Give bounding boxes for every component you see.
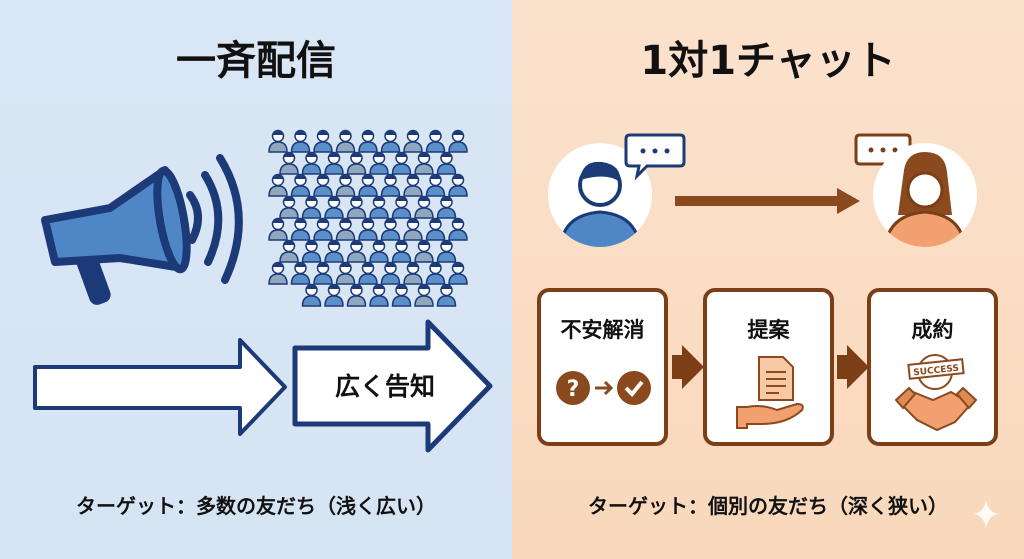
person-icon bbox=[391, 151, 412, 175]
person-icon bbox=[448, 261, 468, 285]
crowd-group bbox=[268, 129, 468, 307]
sparkle-icon bbox=[974, 500, 998, 528]
person-icon bbox=[369, 151, 389, 175]
person-icon bbox=[403, 261, 423, 285]
svg-text:?: ? bbox=[567, 377, 580, 402]
person-icon bbox=[436, 195, 457, 219]
megaphone-icon bbox=[41, 154, 243, 305]
person-icon bbox=[369, 283, 389, 307]
person-icon bbox=[391, 195, 412, 219]
chat-title: 1対1チャット bbox=[640, 38, 896, 84]
person-icon bbox=[290, 129, 311, 153]
question-to-check-icon: ? bbox=[556, 371, 651, 405]
step-reassurance: 不安解消 ? bbox=[537, 288, 668, 446]
person-icon bbox=[414, 239, 434, 263]
person-icon bbox=[425, 261, 446, 285]
person-icon bbox=[414, 151, 434, 175]
step-arrow bbox=[837, 345, 869, 389]
person-icon bbox=[346, 239, 367, 263]
person-icon bbox=[290, 217, 311, 241]
person-icon bbox=[391, 239, 412, 263]
person-icon bbox=[403, 129, 423, 153]
person-icon bbox=[380, 261, 401, 285]
female-user-avatar-icon bbox=[873, 143, 977, 247]
person-icon bbox=[335, 173, 356, 197]
person-icon bbox=[313, 217, 333, 241]
person-icon bbox=[448, 173, 468, 197]
person-icon bbox=[380, 129, 401, 153]
person-icon bbox=[324, 239, 344, 263]
person-icon bbox=[335, 261, 356, 285]
outline-arrow-small bbox=[33, 338, 287, 436]
person-icon bbox=[380, 173, 401, 197]
person-icon bbox=[268, 217, 288, 241]
person-icon bbox=[425, 217, 446, 241]
person-icon bbox=[346, 195, 367, 219]
person-icon bbox=[290, 261, 311, 285]
person-icon bbox=[301, 195, 322, 219]
handshake-success-icon: SUCCESS bbox=[894, 354, 978, 432]
step-arrow bbox=[672, 345, 704, 389]
person-icon bbox=[290, 173, 311, 197]
person-icon bbox=[403, 217, 423, 241]
broadcast-target: ターゲット：多数の友だち（浅く広い） bbox=[76, 494, 436, 518]
person-icon bbox=[448, 129, 468, 153]
outline-arrow-large bbox=[292, 319, 493, 453]
success-stamp: SUCCESS bbox=[913, 364, 960, 379]
chat-panel: 1対1チャット 不安解消 ? 提案 成約 bbox=[512, 0, 1024, 559]
person-icon bbox=[279, 195, 299, 219]
male-user-avatar-icon bbox=[548, 143, 652, 247]
chat-illustration bbox=[548, 133, 998, 528]
person-icon bbox=[268, 261, 288, 285]
person-icon bbox=[436, 239, 457, 263]
person-icon bbox=[301, 151, 322, 175]
person-icon bbox=[335, 129, 356, 153]
person-icon bbox=[391, 283, 412, 307]
speech-bubble-icon bbox=[624, 133, 686, 181]
person-icon bbox=[358, 129, 378, 153]
step-label: 成約 bbox=[911, 318, 954, 342]
person-icon bbox=[369, 239, 389, 263]
person-icon bbox=[301, 239, 322, 263]
person-icon bbox=[324, 151, 344, 175]
step-proposal: 提案 bbox=[703, 288, 834, 446]
broadcast-panel: 一斉配信 広く告知 ターゲット：多数の友だち（浅く広い） bbox=[0, 0, 512, 559]
person-icon bbox=[403, 173, 423, 197]
step-label: 提案 bbox=[747, 318, 790, 342]
person-icon bbox=[335, 217, 356, 241]
chat-target: ターゲット：個別の友だち（深く狭い） bbox=[588, 494, 948, 518]
person-icon bbox=[414, 195, 434, 219]
person-icon bbox=[324, 195, 344, 219]
person-icon bbox=[268, 173, 288, 197]
person-icon bbox=[425, 173, 446, 197]
step-contract: 成約 SUCCESS bbox=[867, 288, 998, 446]
person-icon bbox=[346, 283, 367, 307]
person-icon bbox=[436, 151, 457, 175]
person-icon bbox=[425, 129, 446, 153]
step-label: 不安解消 bbox=[560, 318, 645, 342]
person-icon bbox=[346, 151, 367, 175]
broadcast-illustration bbox=[33, 129, 493, 453]
person-icon bbox=[369, 195, 389, 219]
person-icon bbox=[324, 283, 344, 307]
person-icon bbox=[358, 261, 378, 285]
person-icon bbox=[313, 261, 333, 285]
chat-arrow bbox=[675, 188, 860, 214]
document-on-hand-icon bbox=[736, 356, 804, 429]
person-icon bbox=[358, 173, 378, 197]
person-icon bbox=[436, 283, 457, 307]
person-icon bbox=[279, 239, 299, 263]
person-icon bbox=[358, 217, 378, 241]
person-icon bbox=[313, 173, 333, 197]
broadcast-title: 一斉配信 bbox=[176, 38, 336, 84]
person-icon bbox=[268, 129, 288, 153]
person-icon bbox=[313, 129, 333, 153]
broadcast-arrow-label: 広く告知 bbox=[334, 372, 435, 401]
person-icon bbox=[380, 217, 401, 241]
person-icon bbox=[414, 283, 434, 307]
person-icon bbox=[301, 283, 322, 307]
person-icon bbox=[279, 151, 299, 175]
person-icon bbox=[448, 217, 468, 241]
